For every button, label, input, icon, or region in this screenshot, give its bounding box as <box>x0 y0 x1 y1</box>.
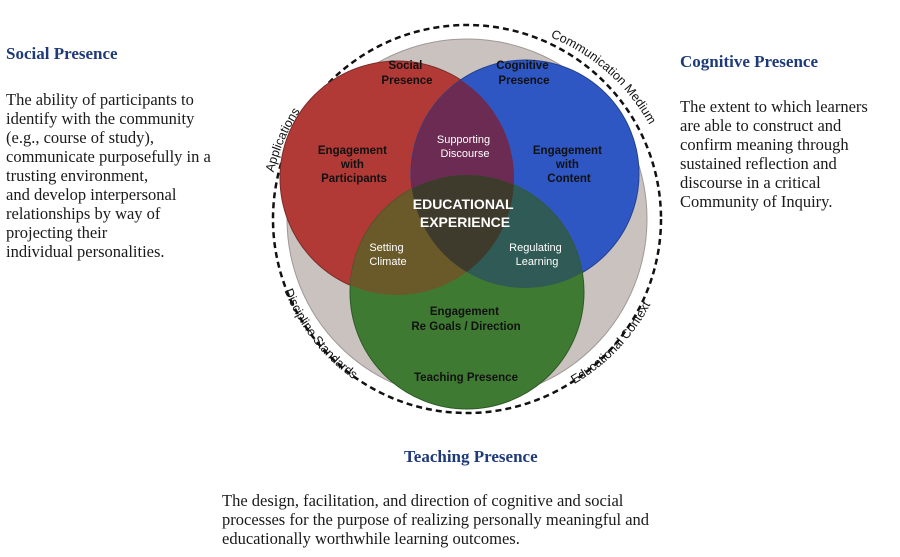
cognitive-presence-description: The extent to which learners are able to… <box>680 97 868 211</box>
supporting-discourse-label: Supporting Discourse <box>437 134 493 160</box>
social-presence-description: The ability of participants to identify … <box>6 90 211 261</box>
cognitive-teaching-overlap <box>411 175 584 288</box>
social-presence-heading: Social Presence <box>6 44 118 63</box>
engagement-with-content-label: Engagement with Content <box>533 145 605 185</box>
educational-experience-label: EDUCATIONAL EXPERIENCE <box>413 196 517 230</box>
outer-dashed-ring <box>271 23 663 415</box>
social-presence-title: Social Presence <box>381 60 432 87</box>
setting-climate-label: Setting Climate <box>369 242 406 268</box>
engagement-with-participants-label: Engagement with Participants <box>318 145 390 185</box>
regulating-learning-label: Regulating Learning <box>509 242 565 268</box>
cognitive-presence-title: Cognitive Presence <box>496 60 552 87</box>
teaching-presence-heading: Teaching Presence <box>404 447 538 466</box>
cognitive-presence-heading: Cognitive Presence <box>680 52 819 71</box>
teaching-presence-description: The design, facilitation, and direction … <box>222 491 650 548</box>
teaching-presence-title: Teaching Presence <box>414 372 518 384</box>
engagement-re-goals-label: Engagement Re Goals / Direction <box>411 306 520 333</box>
